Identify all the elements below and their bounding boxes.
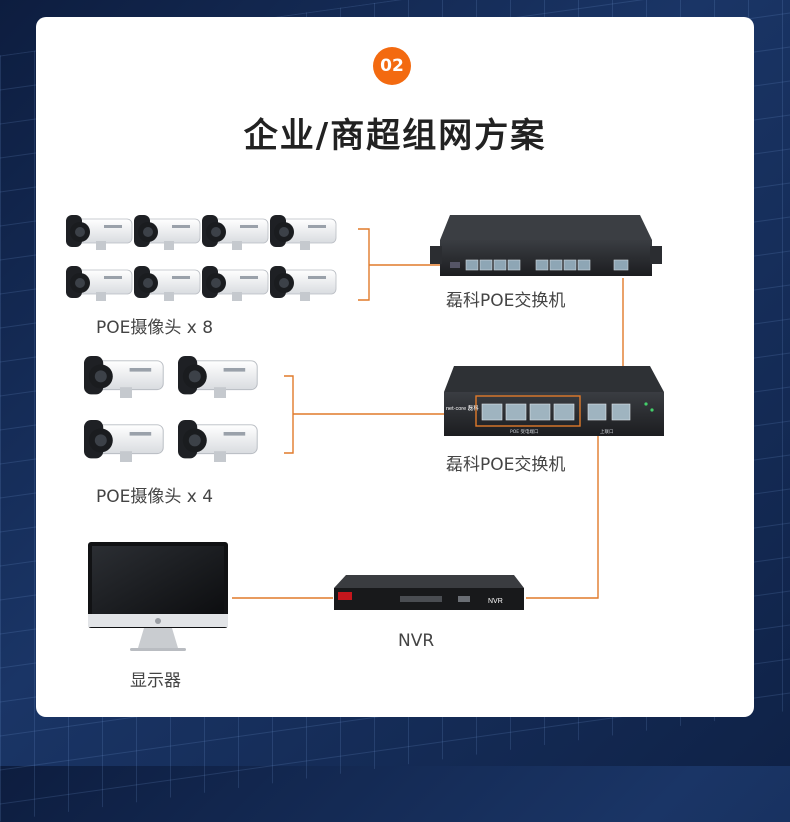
monitor-icon [88, 542, 228, 651]
network-diagram: net·core 磊科 POE 受电端口 上联口 NVR [65, 214, 664, 651]
switch-bottom-label: 磊科POE交换机 [446, 455, 566, 475]
monitor-label: 显示器 [130, 671, 181, 691]
camera-icon [201, 214, 269, 251]
camera-icon [65, 265, 133, 302]
nvr-label: NVR [398, 631, 435, 651]
switch-brand-text: net·core 磊科 [446, 404, 479, 412]
nvr-badge-text: NVR [488, 598, 503, 605]
switch-top-label: 磊科POE交换机 [446, 291, 566, 311]
page-title: 企业/商超组网方案 [243, 116, 547, 156]
camera-icon [133, 214, 201, 251]
connection-lines [232, 228, 624, 599]
cameras-4-label: POE摄像头 x 4 [96, 487, 214, 507]
camera-group-4 [83, 355, 258, 463]
cameras-8-label: POE摄像头 x 8 [96, 318, 214, 338]
camera-group-8 [65, 214, 337, 302]
switch-poe-text: POE 受电端口 [510, 428, 539, 435]
switch-icon: net·core 磊科 POE 受电端口 上联口 [444, 366, 664, 436]
camera-icon [269, 214, 337, 251]
step-badge: 02 [373, 47, 411, 85]
camera-icon [269, 265, 337, 302]
camera-icon [83, 355, 164, 399]
camera-icon [65, 214, 133, 251]
nvr-device-icon: NVR [334, 575, 524, 610]
switch-icon [430, 215, 662, 276]
camera-icon [177, 355, 258, 399]
camera-icon [133, 265, 201, 302]
camera-icon [201, 265, 269, 302]
switch-uplink-text: 上联口 [600, 428, 614, 435]
camera-icon [83, 419, 164, 463]
camera-icon [177, 419, 258, 463]
